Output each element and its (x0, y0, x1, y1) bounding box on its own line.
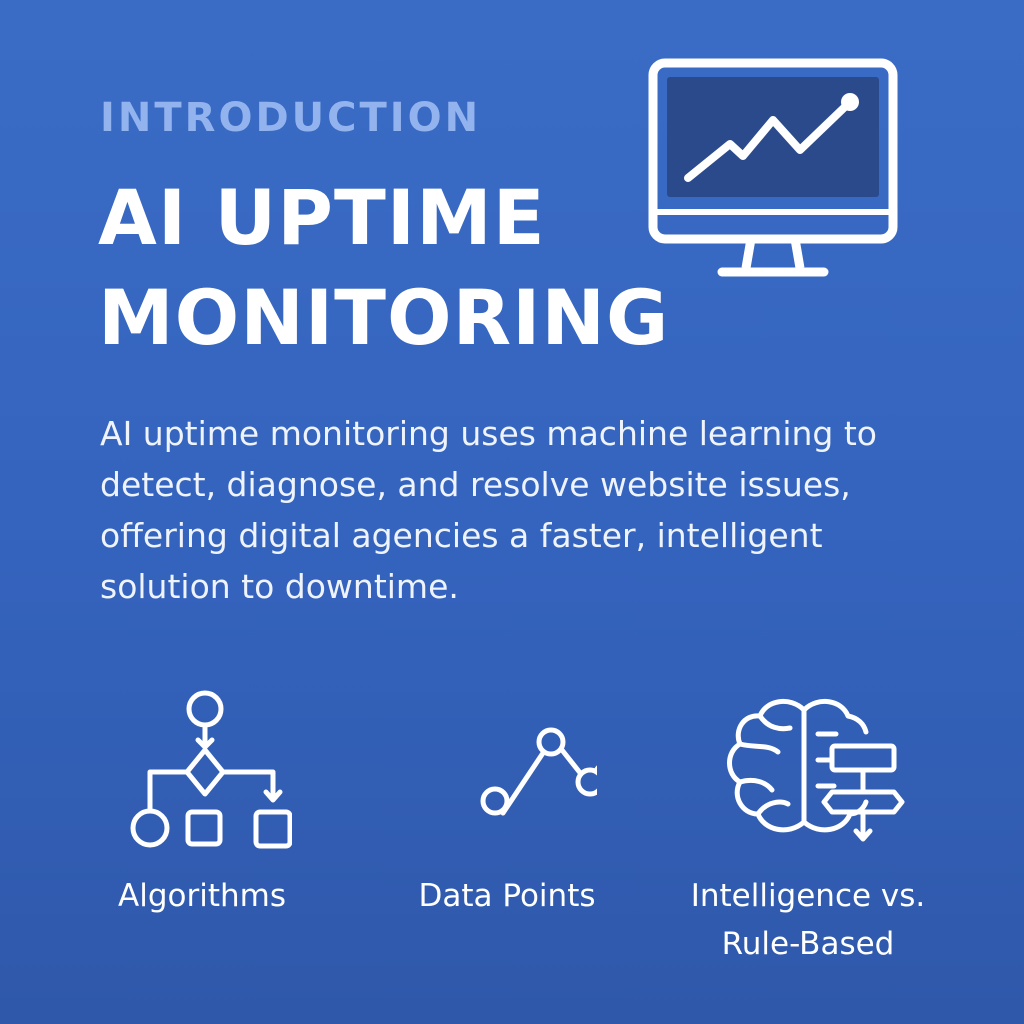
feature-label-algorithms: Algorithms (118, 878, 286, 914)
monitor-chart-icon (648, 58, 898, 277)
feature-intelligence-vs-rule-based: Intelligence vs. Rule-Based (658, 690, 958, 968)
title-line-1: AI UPTIME (98, 173, 546, 262)
intro-description: AI uptime monitoring uses machine learni… (100, 414, 877, 606)
title-line-2: MONITORING (98, 273, 670, 362)
feature-algorithms: Algorithms (52, 690, 352, 920)
section-eyebrow: INTRODUCTION (100, 95, 482, 141)
line-graph-icon (480, 727, 597, 816)
page-title: AI UPTIME MONITORING (98, 168, 669, 368)
flowchart-icon (130, 690, 292, 849)
feature-label-data-points: Data Points (418, 878, 596, 914)
feature-label-intelligence: Intelligence vs. Rule-Based (690, 878, 926, 962)
feature-list: Algorithms Data Points (0, 690, 1024, 990)
feature-data-points: Data Points (357, 690, 657, 920)
brain-flowchart-icon (727, 699, 905, 842)
